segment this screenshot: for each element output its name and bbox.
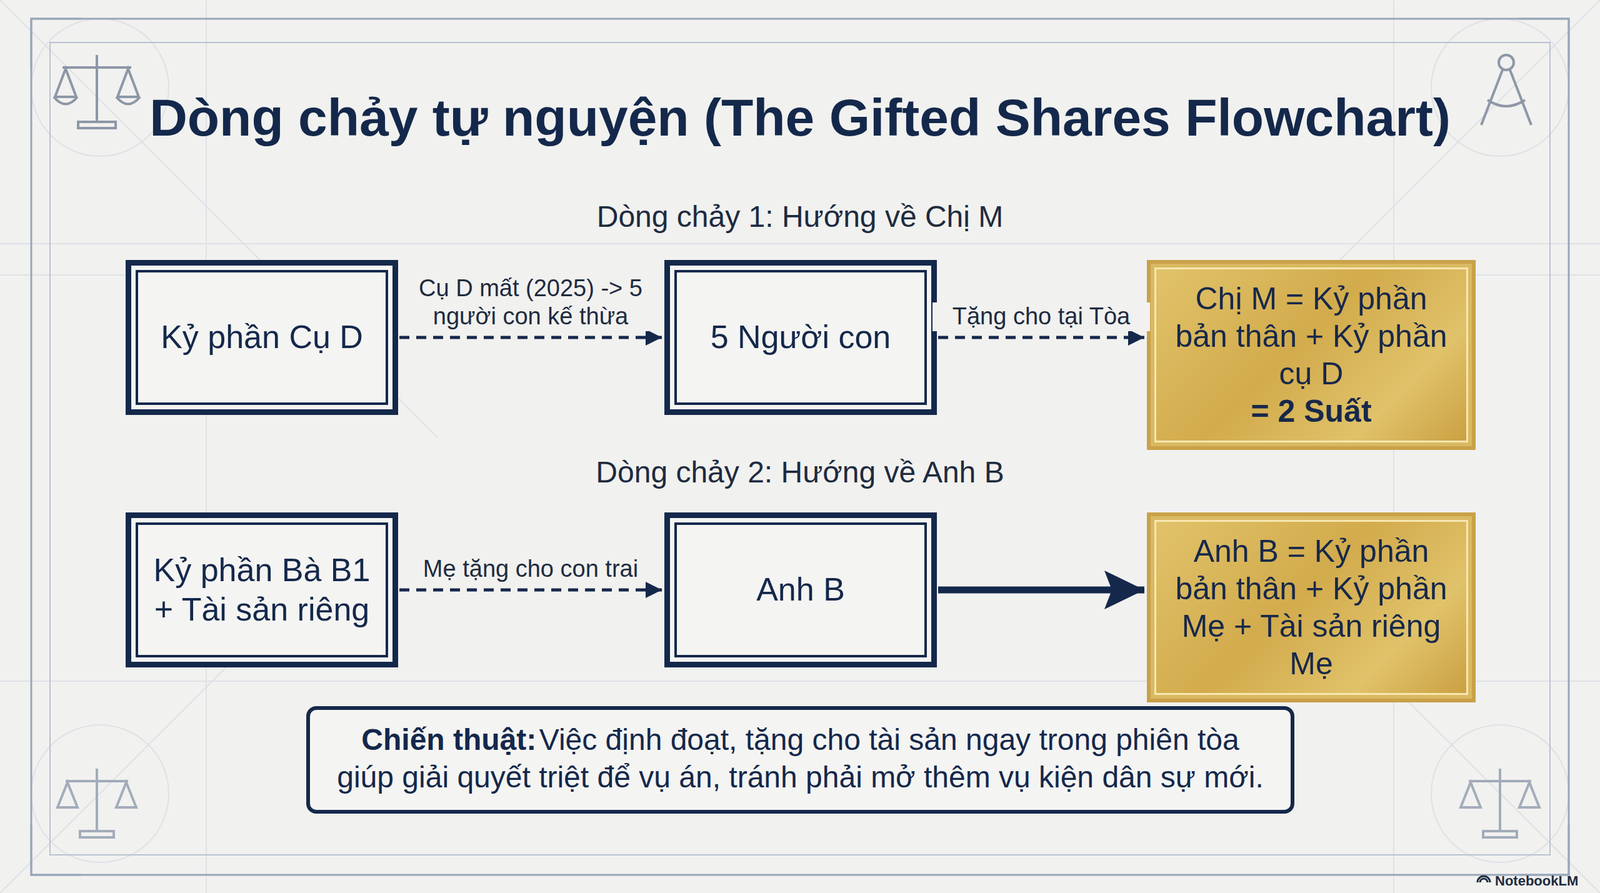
edge-label: Cụ D mất (2025) -> 5 người con kế thừa bbox=[412, 274, 649, 332]
process-box: 5 Người con bbox=[664, 260, 937, 415]
strategy-note: Chiến thuật: Việc định đoạt, tặng cho tà… bbox=[306, 706, 1295, 814]
diagram-title: Dòng chảy tự nguyện (The Gifted Shares F… bbox=[0, 87, 1600, 149]
watermark: NotebookLM bbox=[1495, 873, 1579, 890]
source-box: Kỷ phần Cụ D bbox=[125, 260, 399, 415]
box-text: Anh B bbox=[756, 570, 845, 610]
result-box: Anh B = Kỷ phần bản thân + Kỷ phần Mẹ + … bbox=[1146, 512, 1476, 703]
scales-icon bbox=[53, 55, 140, 129]
watermark-icon bbox=[1477, 876, 1490, 883]
note-heading: Chiến thuật: bbox=[361, 723, 537, 757]
box-text: Chị M = Kỷ phần bản thân + Kỷ phần cụ D bbox=[1166, 280, 1456, 393]
solid-arrow bbox=[938, 586, 1145, 594]
dashed-arrow bbox=[938, 336, 1145, 340]
edge-label: Mẹ tặng cho con trai bbox=[415, 555, 646, 584]
page-frame bbox=[31, 18, 1569, 875]
edge-label: Tặng cho tại Tòa bbox=[932, 302, 1150, 332]
dashed-arrow bbox=[399, 588, 662, 592]
dashed-arrow bbox=[399, 336, 662, 340]
result-box: Chị M = Kỷ phần bản thân + Kỷ phần cụ D=… bbox=[1146, 260, 1476, 450]
box-text: 5 Người con bbox=[710, 317, 892, 357]
process-box: Anh B bbox=[664, 512, 937, 668]
box-text: Kỷ phần Bà B1 + Tài sản riêng bbox=[146, 550, 378, 630]
flow-heading: Dòng chảy 2: Hướng về Anh B bbox=[595, 454, 1004, 491]
source-box: Kỷ phần Bà B1 + Tài sản riêng bbox=[125, 512, 399, 668]
box-text: = 2 Suất bbox=[1250, 392, 1372, 430]
flow-heading: Dòng chảy 1: Hướng về Chị M bbox=[596, 198, 1004, 235]
box-text: Anh B = Kỷ phần bản thân + Kỷ phần Mẹ + … bbox=[1166, 532, 1456, 683]
compass-icon bbox=[1481, 55, 1532, 125]
box-text: Kỷ phần Cụ D bbox=[160, 317, 364, 357]
